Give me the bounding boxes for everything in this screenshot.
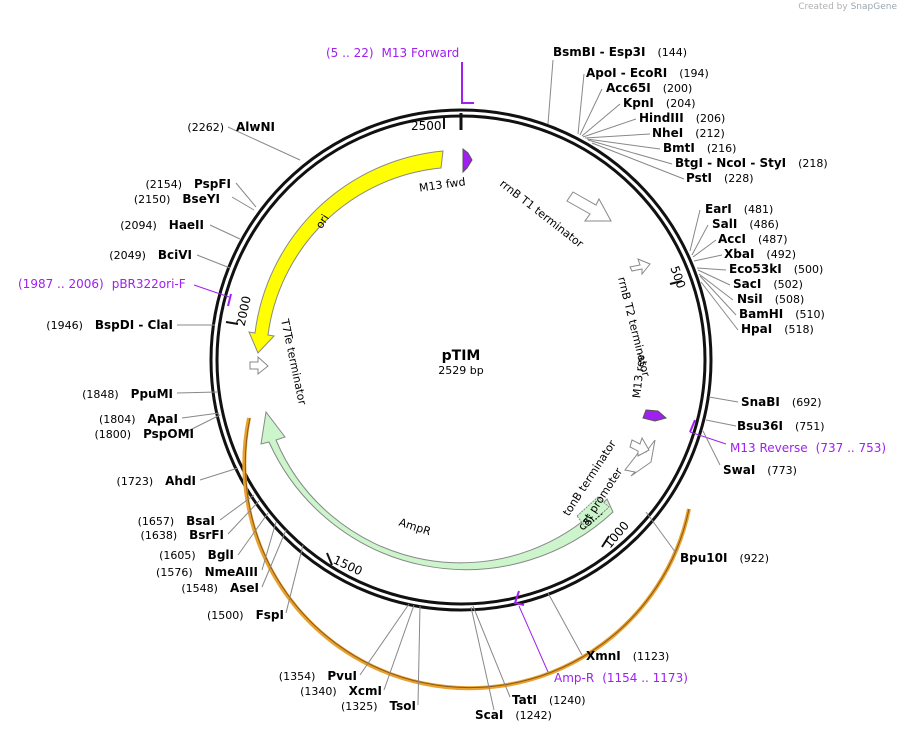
site-haeii[interactable]: (2094)HaeII xyxy=(120,218,204,232)
primer-marks xyxy=(227,62,696,606)
site-nhei[interactable]: NheI(212) xyxy=(652,126,725,140)
site-snabi[interactable]: SnaBI(692) xyxy=(741,395,822,409)
site-asei[interactable]: (1548)AseI xyxy=(181,581,259,595)
feature-label-m13-rev: M13 rev xyxy=(630,353,648,399)
site-btgi-ncoi-styi[interactable]: BtgI - NcoI - StyI(218) xyxy=(675,156,828,170)
site-nsii[interactable]: NsiI(508) xyxy=(737,292,804,306)
site-tsoi[interactable]: (1325)TsoI xyxy=(341,699,416,713)
feature-label-t7te-terminator: T7Te terminator xyxy=(278,317,309,407)
feature-m13-fwd[interactable] xyxy=(462,147,473,174)
site-kpni[interactable]: KpnI(204) xyxy=(623,96,696,110)
tick-label-2500: 2500 xyxy=(411,119,442,133)
tick-label-2000: 2000 xyxy=(234,295,254,328)
site-bamhi[interactable]: BamHI(510) xyxy=(739,307,825,321)
snapgene-logo: SnapGene xyxy=(850,2,897,12)
site-acci[interactable]: AccI(487) xyxy=(718,232,788,246)
primer-m13-forward[interactable]: (5 .. 22)M13 Forward xyxy=(326,46,459,60)
site-apai[interactable]: (1804)ApaI xyxy=(99,412,178,426)
site-fspi[interactable]: (1500)FspI xyxy=(207,608,284,622)
credit: Created by SnapGene xyxy=(798,2,897,12)
site-bgli[interactable]: (1605)BglI xyxy=(159,548,234,562)
feature-label-m13-fwd: M13 fwd xyxy=(418,175,466,194)
site-acc65i[interactable]: Acc65I(200) xyxy=(606,81,692,95)
site-ahdi[interactable]: (1723)AhdI xyxy=(117,474,196,488)
site-bseyi[interactable]: (2150)BseYI xyxy=(134,192,220,206)
right-site-labels: BsmBI - Esp3I(144) ApoI - EcoRI(194) Acc… xyxy=(475,45,828,722)
site-scai[interactable]: ScaI(1242) xyxy=(475,708,552,722)
site-bsrfi[interactable]: (1638)BsrFI xyxy=(141,528,224,542)
tick-marks xyxy=(225,117,683,566)
feature-label-ampr: AmpR xyxy=(397,516,433,539)
plasmid-length: 2529 bp xyxy=(438,364,483,377)
site-hpai[interactable]: HpaI(518) xyxy=(741,322,814,336)
site-tati[interactable]: TatI(1240) xyxy=(512,693,586,707)
feature-rrnb-t2-terminator[interactable] xyxy=(629,258,651,276)
site-bsai[interactable]: (1657)BsaI xyxy=(138,514,215,528)
feature-t7te-terminator[interactable] xyxy=(249,355,269,376)
site-pvui[interactable]: (1354)PvuI xyxy=(279,669,357,683)
site-xbai[interactable]: XbaI(492) xyxy=(724,247,796,261)
site-bpu10i[interactable]: Bpu10I(922) xyxy=(680,551,769,565)
site-eco53ki[interactable]: Eco53kI(500) xyxy=(729,262,823,276)
site-nmeaiii[interactable]: (1576)NmeAIII xyxy=(156,565,258,579)
site-bcivi[interactable]: (2049)BciVI xyxy=(109,248,192,262)
site-leader-lines xyxy=(176,59,739,711)
site-apoi-ecori[interactable]: ApoI - EcoRI(194) xyxy=(586,66,709,80)
plasmid-name: pTIM xyxy=(442,348,481,364)
site-xcmi[interactable]: (1340)XcmI xyxy=(300,684,382,698)
site-sali[interactable]: SalI(486) xyxy=(712,217,779,231)
feature-signal-peptide[interactable] xyxy=(576,496,610,529)
primer-m13-reverse[interactable]: M13 Reverse(737 .. 753) xyxy=(730,441,886,455)
left-site-labels: (2262)AlwNI (2154)PspFI (2150)BseYI (209… xyxy=(46,120,416,713)
site-saci[interactable]: SacI(502) xyxy=(733,277,803,291)
site-psti[interactable]: PstI(228) xyxy=(686,171,754,185)
site-swai[interactable]: SwaI(773) xyxy=(723,463,797,477)
site-bmti[interactable]: BmtI(216) xyxy=(663,141,736,155)
feature-ori[interactable] xyxy=(248,150,444,354)
site-bsu36i[interactable]: Bsu36I(751) xyxy=(737,419,825,433)
feature-label-rrnb-t1-terminator: rrnB T1 terminator xyxy=(497,177,586,251)
site-alwni[interactable]: (2262)AlwNI xyxy=(187,120,275,134)
site-pspfi[interactable]: (2154)PspFI xyxy=(145,177,231,191)
site-bsmbi-esp3i[interactable]: BsmBI - Esp3I(144) xyxy=(553,45,687,59)
primer-leaders xyxy=(193,284,727,673)
tick-label-500: 500 xyxy=(667,264,688,290)
feature-tonb-terminator[interactable] xyxy=(629,436,650,457)
site-hindiii[interactable]: HindIII(206) xyxy=(639,111,725,125)
site-eari[interactable]: EarI(481) xyxy=(705,202,773,216)
primer-pbr322ori-f[interactable]: (1987 .. 2006)pBR322ori-F xyxy=(18,277,186,291)
primer-amp-r[interactable]: Amp-R(1154 .. 1173) xyxy=(554,671,688,685)
site-ppumi[interactable]: (1848)PpuMI xyxy=(82,387,173,401)
feature-rrnb-t1-terminator[interactable] xyxy=(566,191,612,222)
site-bspdi-clai[interactable]: (1946)BspDI - ClaI xyxy=(46,318,173,332)
site-pspomi[interactable]: (1800)PspOMI xyxy=(94,427,194,441)
backbone-outer xyxy=(209,108,713,612)
feature-ampr[interactable] xyxy=(260,410,614,571)
feature-m13-rev[interactable] xyxy=(642,409,668,422)
credit-prefix: Created by xyxy=(798,2,848,12)
feature-ampr-highlight-inner xyxy=(244,417,690,689)
site-xmni[interactable]: XmnI(1123) xyxy=(586,649,669,663)
